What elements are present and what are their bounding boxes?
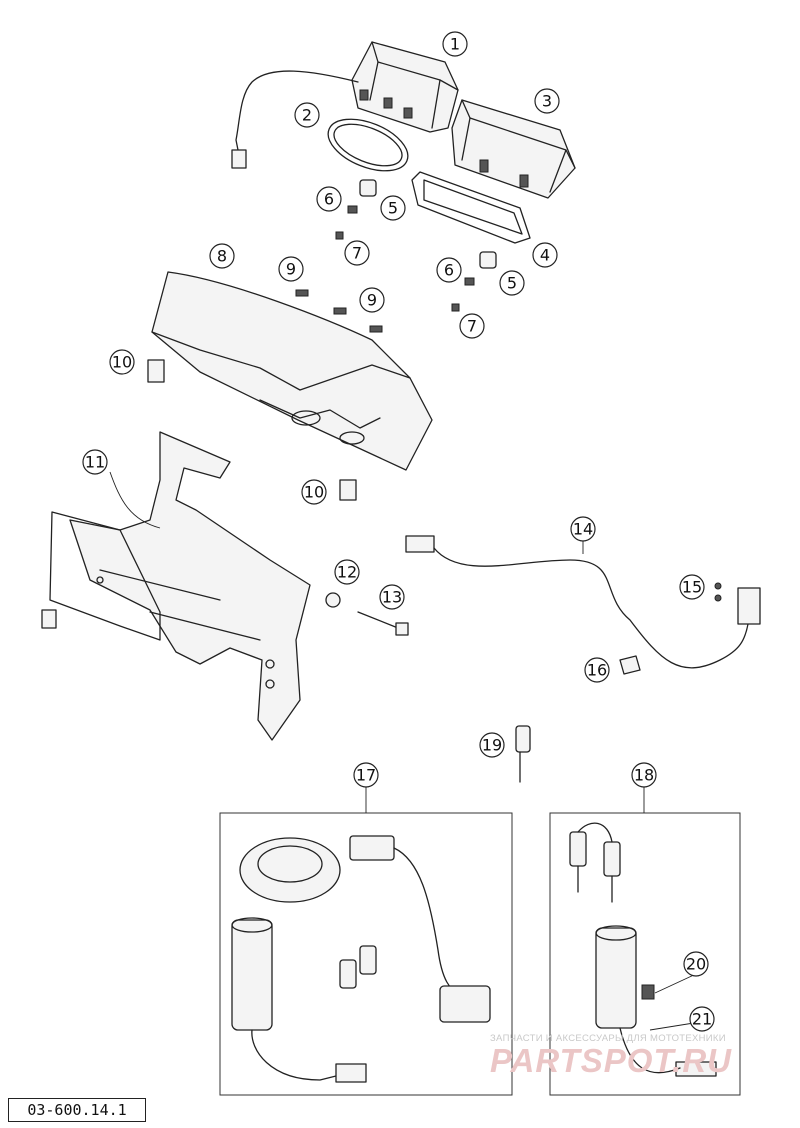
svg-text:10: 10 xyxy=(304,483,324,502)
svg-text:13: 13 xyxy=(382,588,402,607)
clamp xyxy=(619,655,641,675)
clip-upper xyxy=(147,359,165,383)
speedometer-gasket-inner xyxy=(333,123,403,167)
svg-text:15: 15 xyxy=(682,578,702,597)
callout-1: 1 xyxy=(442,31,468,57)
svg-text:12: 12 xyxy=(337,563,357,582)
svg-text:10: 10 xyxy=(112,353,132,372)
svg-text:17: 17 xyxy=(356,766,376,785)
key xyxy=(515,725,531,783)
svg-text:14: 14 xyxy=(573,520,593,539)
callout-18: 18 xyxy=(631,762,657,788)
svg-text:2: 2 xyxy=(302,106,312,125)
svg-text:5: 5 xyxy=(388,199,398,218)
callout-9-left: 9 xyxy=(278,256,304,282)
svg-text:6: 6 xyxy=(324,190,334,209)
watermark-logo: PARTSPOT.RU xyxy=(490,1042,733,1079)
callout-8: 8 xyxy=(209,243,235,269)
callout-5-upper: 5 xyxy=(380,195,406,221)
callout-16: 16 xyxy=(584,657,610,683)
callout-10-lower: 10 xyxy=(301,479,327,505)
screws xyxy=(295,289,383,333)
lock-set-parts xyxy=(231,835,491,1083)
svg-text:7: 7 xyxy=(352,244,362,263)
callout-7-lower: 7 xyxy=(459,313,485,339)
clip-lower xyxy=(339,479,357,501)
display-gasket xyxy=(411,171,531,244)
callout-21: 21 xyxy=(689,1006,715,1032)
callout-9-right: 9 xyxy=(359,287,385,313)
callout-12: 12 xyxy=(334,559,360,585)
callout-20: 20 xyxy=(683,951,709,977)
callout-11: 11 xyxy=(82,449,108,475)
speedometer-gasket xyxy=(327,118,409,172)
nut xyxy=(325,592,341,608)
svg-text:7: 7 xyxy=(467,317,477,336)
callout-6-upper: 6 xyxy=(316,186,342,212)
headlight-fairing xyxy=(151,271,433,471)
callout-10-upper: 10 xyxy=(109,349,135,375)
bolt xyxy=(357,611,409,636)
speedometer xyxy=(231,41,459,169)
callout-17: 17 xyxy=(353,762,379,788)
small-fasteners xyxy=(335,179,497,312)
callout-15: 15 xyxy=(679,574,705,600)
display-unit xyxy=(451,99,576,199)
svg-text:5: 5 xyxy=(507,274,517,293)
callout-6-lower: 6 xyxy=(436,257,462,283)
wiring-harness xyxy=(405,535,749,669)
switch xyxy=(737,587,761,625)
svg-text:16: 16 xyxy=(587,661,607,680)
svg-text:9: 9 xyxy=(286,260,296,279)
callout-14: 14 xyxy=(570,516,596,542)
watermark-caption: ЗАПЧАСТИ И АКСЕССУАРЫ ДЛЯ МОТОТЕХНИКИ xyxy=(490,1033,726,1044)
callout-3: 3 xyxy=(534,88,560,114)
callout-5-lower: 5 xyxy=(499,270,525,296)
svg-text:8: 8 xyxy=(217,247,227,266)
svg-text:21: 21 xyxy=(692,1010,712,1029)
svg-text:20: 20 xyxy=(686,955,706,974)
callout-7-upper: 7 xyxy=(344,240,370,266)
callout-4: 4 xyxy=(532,242,558,268)
svg-text:11: 11 xyxy=(85,453,105,472)
svg-text:4: 4 xyxy=(540,246,550,265)
diagram-code: 03-600.14.1 xyxy=(8,1098,146,1122)
svg-text:19: 19 xyxy=(482,736,502,755)
callout-19: 19 xyxy=(479,732,505,758)
svg-text:1: 1 xyxy=(450,35,460,54)
svg-text:18: 18 xyxy=(634,766,654,785)
lock-cylinder-set-parts xyxy=(569,822,717,1077)
lock-cylinder-set-frame xyxy=(549,812,741,1096)
callout-2: 2 xyxy=(294,102,320,128)
headlight-bracket xyxy=(41,431,311,741)
callout-13: 13 xyxy=(379,584,405,610)
svg-text:6: 6 xyxy=(444,261,454,280)
svg-text:9: 9 xyxy=(367,291,377,310)
svg-text:3: 3 xyxy=(542,92,552,111)
